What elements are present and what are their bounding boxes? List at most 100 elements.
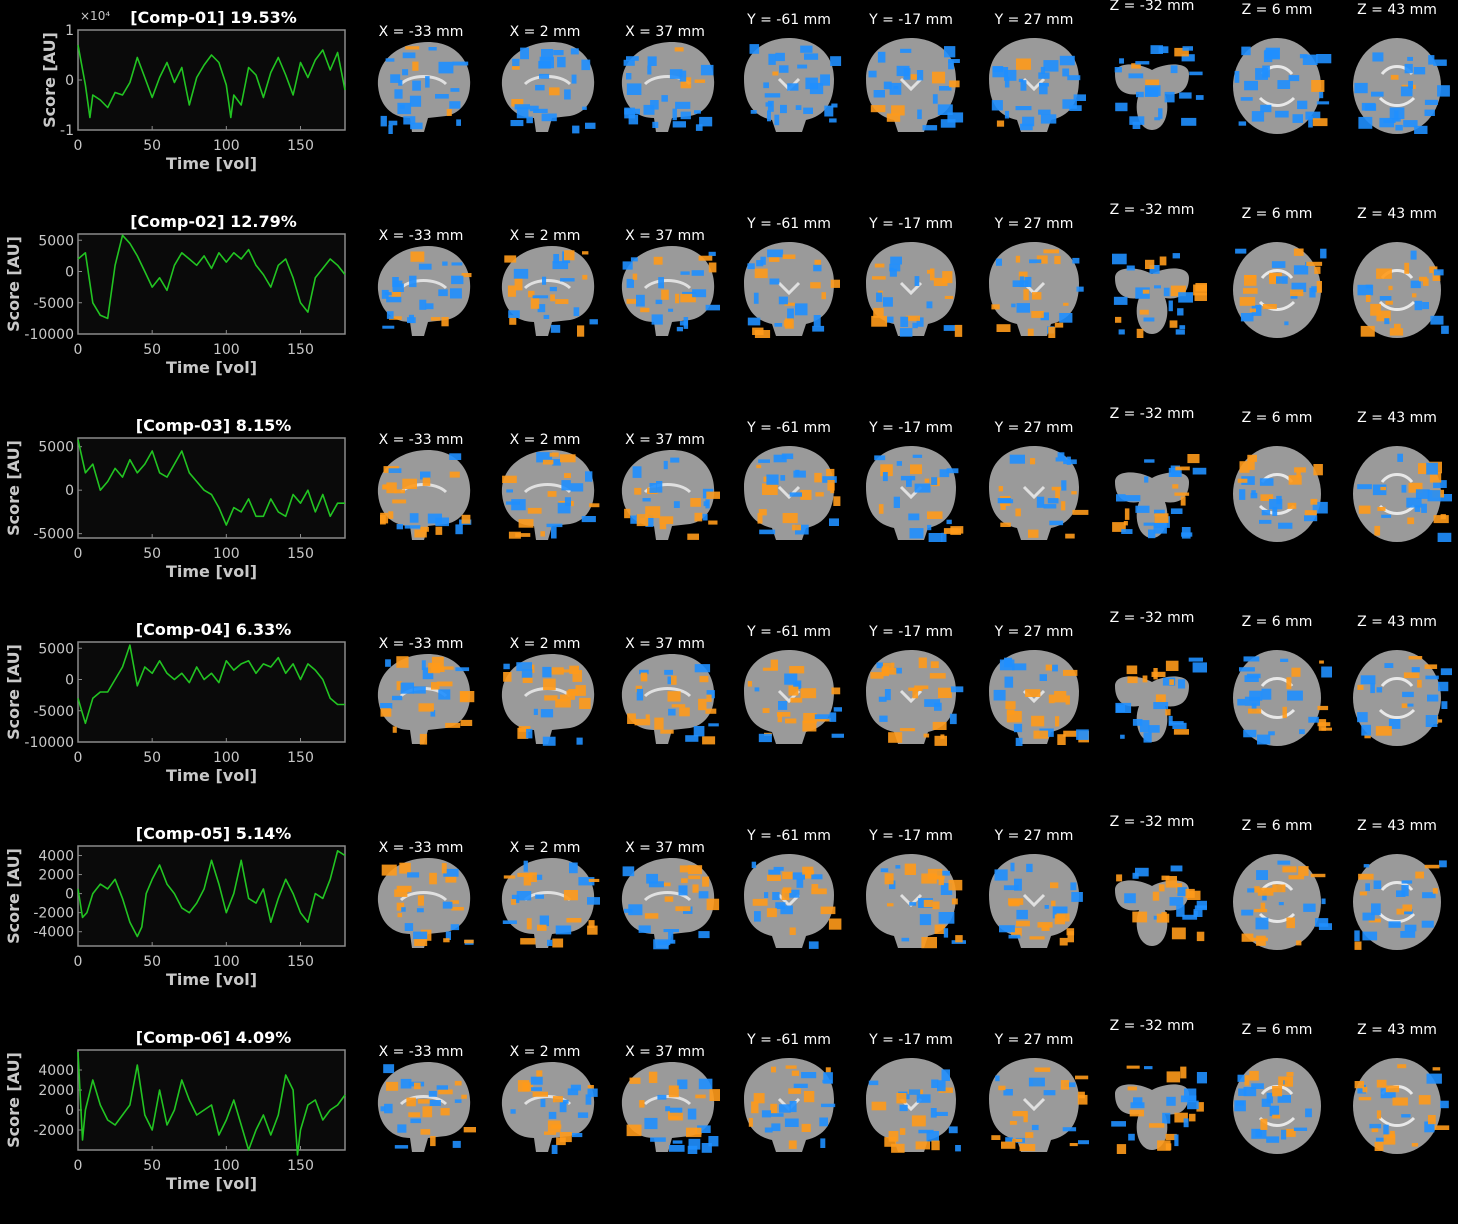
- brain-map-image: [1353, 242, 1449, 338]
- brain-slice: Z = 6 mm: [1218, 206, 1336, 342]
- y-tick-label: -2000: [33, 1123, 74, 1139]
- brain-map-image: [989, 1058, 1089, 1152]
- brain-slice: Y = -17 mm: [852, 416, 970, 546]
- brain-map-image: [744, 242, 840, 338]
- brain-slice: Z = 6 mm: [1218, 818, 1336, 954]
- brain-map-image: [866, 242, 963, 337]
- slice-label: X = 37 mm: [625, 1044, 705, 1060]
- slice-label: Y = 27 mm: [994, 12, 1074, 28]
- slice-label: X = 37 mm: [625, 432, 705, 448]
- brain-slice: Y = 27 mm: [975, 416, 1093, 546]
- slice-label: X = 2 mm: [509, 228, 581, 244]
- score-trace: [77, 439, 345, 526]
- brain-slice: Z = 43 mm: [1338, 818, 1456, 954]
- brain-slice: X = 37 mm: [606, 620, 724, 750]
- brain-slice: Z = -32 mm: [1093, 202, 1211, 342]
- brain-map-image: [621, 450, 720, 540]
- slice-label: Y = -17 mm: [869, 420, 953, 436]
- brain-map-image: [621, 246, 720, 336]
- brain-slice: Y = -17 mm: [852, 824, 970, 954]
- y-tick-label: 5000: [38, 440, 74, 456]
- brain-slice: Y = 27 mm: [975, 8, 1093, 138]
- y-tick-label: 4000: [38, 849, 74, 865]
- slice-label: Z = 6 mm: [1241, 206, 1313, 222]
- brain-slice: Z = -32 mm: [1093, 610, 1211, 750]
- brain-map-image: [377, 450, 472, 540]
- x-axis-label: Time [vol]: [166, 970, 257, 989]
- slice-label: Z = 43 mm: [1357, 818, 1437, 834]
- brain-slice: Z = 43 mm: [1338, 1022, 1456, 1158]
- x-axis-label: Time [vol]: [166, 358, 257, 377]
- slice-label: X = 37 mm: [625, 228, 705, 244]
- slice-label: X = 2 mm: [509, 636, 581, 652]
- y-tick-label: 1: [65, 23, 74, 39]
- brain-slice: X = -33 mm: [362, 8, 480, 138]
- x-tick-label: 50: [143, 954, 161, 970]
- brain-map-image: [1353, 38, 1450, 134]
- brain-map-image: [744, 38, 842, 132]
- slice-label: Z = -32 mm: [1109, 0, 1195, 14]
- x-tick-label: 150: [287, 750, 314, 766]
- brain-map-image: [1112, 253, 1207, 338]
- slice-label: X = -33 mm: [378, 24, 464, 40]
- slice-label: Y = 27 mm: [994, 420, 1074, 436]
- brain-slice: Z = 43 mm: [1338, 2, 1456, 138]
- brain-slice: Y = -61 mm: [730, 8, 848, 138]
- brain-slice: Z = -32 mm: [1093, 0, 1211, 138]
- slice-label: Z = 6 mm: [1241, 614, 1313, 630]
- y-axis-label: Score [AU]: [4, 848, 23, 944]
- brain-slice: Y = -17 mm: [852, 212, 970, 342]
- x-tick-label: 150: [287, 1158, 314, 1174]
- brain-slice: Y = -61 mm: [730, 1028, 848, 1158]
- slice-label: Y = -61 mm: [747, 216, 831, 232]
- brain-map-image: [1353, 446, 1452, 542]
- x-axis-label: Time [vol]: [166, 154, 257, 173]
- y-tick-label: -4000: [33, 925, 74, 941]
- plot-area: [77, 29, 346, 131]
- brain-map-image: [866, 446, 964, 542]
- x-tick-label: 150: [287, 138, 314, 154]
- slice-label: Y = -17 mm: [869, 1032, 953, 1048]
- x-tick-label: 0: [74, 342, 83, 358]
- slice-label: X = 37 mm: [625, 24, 705, 40]
- brain-slice: Z = 6 mm: [1218, 2, 1336, 138]
- brain-map-image: [1353, 854, 1447, 950]
- slice-label: Y = 27 mm: [994, 1032, 1074, 1048]
- y-tick-label: 2000: [38, 868, 74, 884]
- x-tick-label: 150: [287, 546, 314, 562]
- brain-map-image: [1112, 454, 1207, 539]
- slice-label: Y = -61 mm: [747, 12, 831, 28]
- brain-slice: Z = 6 mm: [1218, 410, 1336, 546]
- brain-map-image: [1115, 865, 1207, 946]
- x-tick-label: 50: [143, 342, 161, 358]
- x-tick-label: 100: [213, 750, 240, 766]
- brain-slice: X = 37 mm: [606, 212, 724, 342]
- y-tick-label: 0: [65, 1103, 74, 1119]
- slice-label: Y = -17 mm: [869, 12, 953, 28]
- x-axis-label: Time [vol]: [166, 766, 257, 785]
- plot-area: [77, 437, 346, 539]
- brain-map-image: [1233, 1058, 1321, 1154]
- slice-label: Y = -61 mm: [747, 420, 831, 436]
- slice-label: Y = -17 mm: [869, 828, 953, 844]
- slice-label: Z = 43 mm: [1357, 2, 1437, 18]
- slice-label: Y = 27 mm: [994, 624, 1074, 640]
- brain-slice: Y = 27 mm: [975, 212, 1093, 342]
- brain-slice: Y = -61 mm: [730, 416, 848, 546]
- slice-label: Y = -61 mm: [747, 624, 831, 640]
- slice-label: Z = 6 mm: [1241, 2, 1313, 18]
- slice-label: X = -33 mm: [378, 1044, 464, 1060]
- y-tick-label: 4000: [38, 1063, 74, 1079]
- brain-map-image: [621, 42, 715, 132]
- x-tick-label: 100: [213, 1158, 240, 1174]
- brain-map-image: [1233, 38, 1332, 134]
- brain-slice: Z = 6 mm: [1218, 1022, 1336, 1158]
- brain-map-image: [1353, 650, 1452, 746]
- brain-slice: Z = 43 mm: [1338, 614, 1456, 750]
